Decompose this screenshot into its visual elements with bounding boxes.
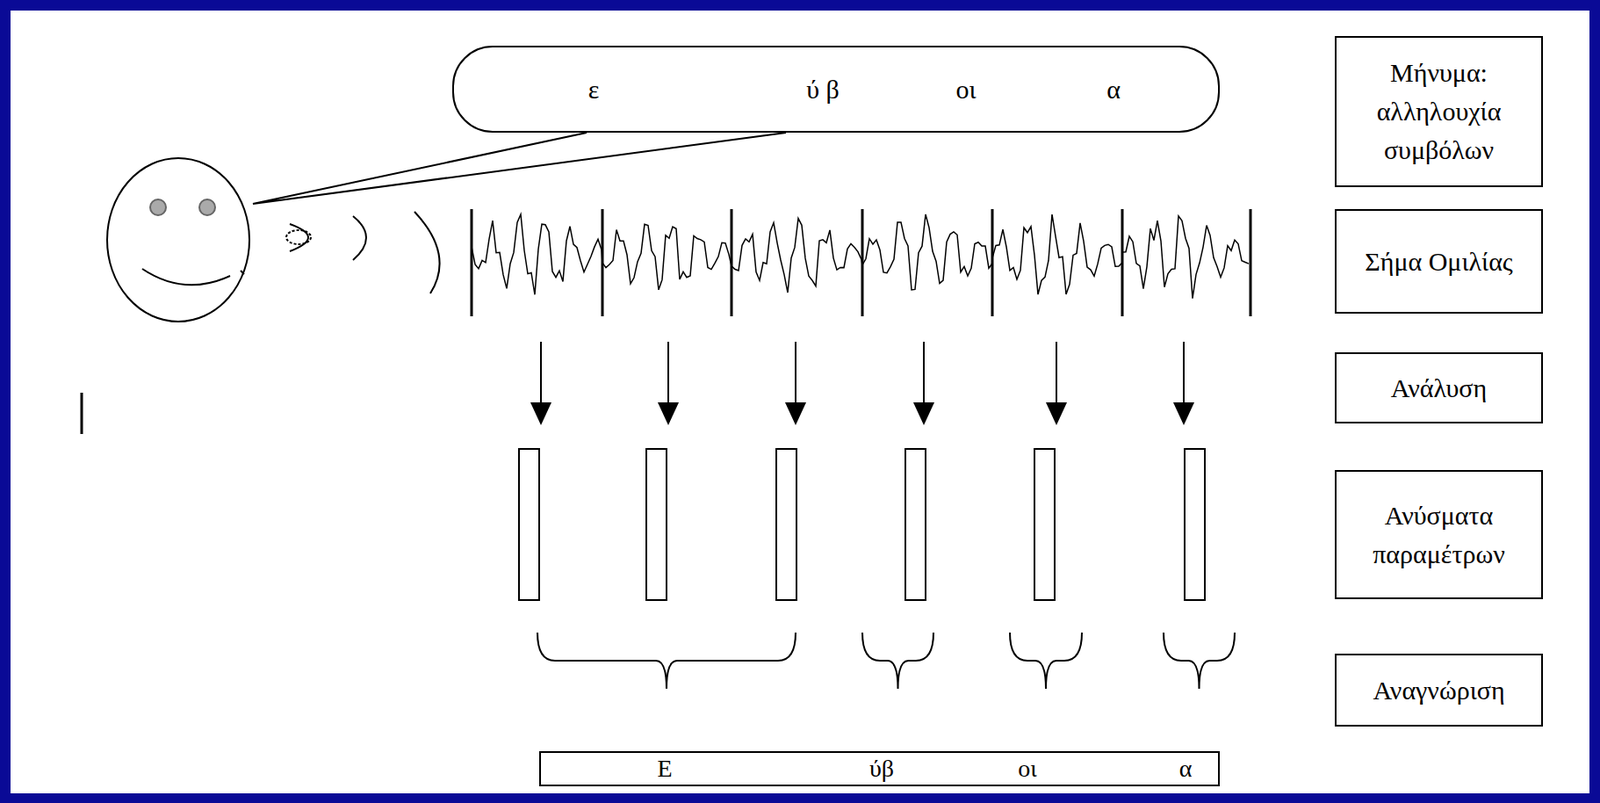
eye: [199, 199, 216, 216]
symbol-text: ύβ: [869, 753, 894, 784]
arrow-shaft: [922, 341, 925, 406]
sound-wave: [289, 223, 309, 252]
parameter-vector: [518, 448, 540, 600]
label-box: Ανύσματα παραμέτρων: [1334, 469, 1543, 599]
label-box: Μήνυμα: αλληλουχία συμβόλων: [1334, 36, 1543, 188]
label-box: Ανάλυση: [1334, 352, 1543, 424]
symbol-text: οι: [955, 70, 976, 109]
brace: [1163, 632, 1235, 689]
speech-bubble: ε ύ β οι α: [452, 45, 1220, 133]
cursor-mark: [80, 392, 84, 434]
frame-bar: [1121, 209, 1125, 317]
arrow-head: [1045, 402, 1067, 426]
brace: [862, 632, 934, 689]
frame-bar: [601, 209, 605, 317]
eye: [150, 199, 166, 216]
waveform-trace: [471, 214, 1249, 299]
arrow-shaft: [1055, 341, 1058, 406]
box-label: Μήνυμα: αλληλουχία συμβόλων: [1348, 53, 1529, 170]
result-box: Εύβ οι α: [539, 750, 1220, 786]
symbol-text: οι: [1017, 753, 1038, 784]
frame-bar: [1249, 209, 1253, 317]
symbol-text: ύ β: [806, 70, 840, 109]
box-label: Ανάλυση: [1390, 368, 1487, 408]
arrow-head: [785, 402, 807, 426]
box-label: Αναγνώριση: [1372, 670, 1505, 710]
label-box: Σήμα Ομιλίας: [1334, 209, 1543, 314]
parameter-vector: [905, 448, 926, 600]
bubble-tail: [252, 132, 786, 204]
parameter-vector: [1184, 448, 1205, 600]
symbol-text: α: [1179, 753, 1193, 784]
recognition-braces: [537, 632, 1235, 689]
analysis-arrows: [530, 341, 1195, 426]
face: [107, 158, 250, 322]
symbol-text: Ε: [656, 753, 672, 784]
brace: [1009, 632, 1082, 689]
parameter-vector: [646, 448, 667, 600]
brace: [537, 632, 796, 689]
frame-bar: [991, 209, 995, 317]
sound-wave: [414, 211, 440, 294]
arrow-shaft: [540, 341, 542, 406]
sound-wave: [353, 216, 367, 260]
speech-waveform: [471, 214, 1249, 299]
parameter-vector: [1034, 448, 1055, 600]
arrow-head: [1173, 402, 1195, 426]
parameter-vector: [776, 448, 797, 600]
box-label: Σήμα Ομιλίας: [1364, 242, 1514, 282]
frame-bars: [471, 209, 1251, 317]
mouth-tick: [240, 270, 245, 274]
arrow-head: [657, 402, 679, 426]
frame-bar: [730, 209, 734, 317]
frame-bar: [861, 209, 865, 317]
symbol-text: α: [1106, 70, 1121, 109]
frame-bar: [470, 209, 474, 317]
arrow-shaft: [1182, 341, 1185, 406]
arrow-head: [913, 402, 935, 426]
smile: [142, 268, 231, 285]
arrow-shaft: [667, 341, 670, 406]
label-box: Αναγνώριση: [1334, 653, 1543, 727]
arrow-shaft: [794, 341, 797, 406]
parameter-vectors: [518, 448, 1205, 600]
box-label: Ανύσματα παραμέτρων: [1348, 496, 1529, 574]
symbol-text: ε: [588, 70, 600, 109]
arrow-head: [530, 402, 552, 426]
